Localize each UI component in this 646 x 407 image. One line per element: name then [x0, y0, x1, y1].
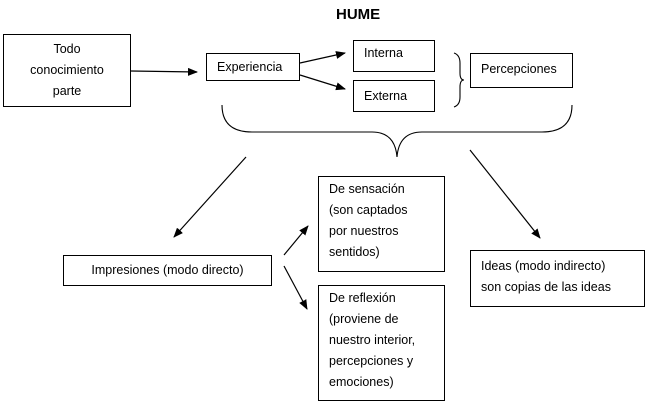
arrow-to-reflexion [283, 265, 308, 310]
arrow-todo-experiencia [130, 67, 198, 76]
node-text: sentidos) [329, 245, 380, 259]
node-text: son copias de las ideas [481, 280, 611, 294]
node-text: Interna [364, 46, 403, 60]
node-text: Ideas (modo indirecto) [481, 259, 606, 273]
node-externa: Externa [353, 80, 435, 112]
node-todo-conocimiento: Todo conocimiento parte [3, 34, 131, 107]
node-text: Percepciones [481, 62, 557, 76]
node-text: (son captados [329, 203, 408, 217]
node-ideas: Ideas (modo indirecto) son copias de las… [470, 250, 645, 307]
arrow-to-ideas [469, 149, 541, 239]
node-text: percepciones y [329, 354, 414, 368]
node-text: conocimiento [30, 63, 104, 77]
arrow-experiencia-externa [299, 74, 346, 91]
node-text: De reflexión [329, 291, 396, 305]
node-de-reflexion: De reflexión (proviene de nuestro interi… [318, 285, 445, 401]
node-text: nuestro interior, [329, 333, 416, 347]
node-text: (proviene de [329, 312, 399, 326]
node-percepciones: Percepciones [470, 53, 573, 88]
arrow-to-sensacion [283, 225, 309, 256]
node-impresiones: Impresiones (modo directo) [63, 255, 272, 286]
node-text: emociones) [329, 375, 394, 389]
arrow-experiencia-interna [299, 51, 346, 64]
node-text: por nuestros [329, 224, 399, 238]
arrow-to-impresiones [173, 156, 247, 238]
diagram-title: HUME [336, 6, 381, 23]
node-text: De sensación [329, 182, 405, 196]
node-experiencia: Experiencia [206, 53, 300, 81]
node-text: Impresiones (modo directo) [91, 263, 244, 277]
node-text: Externa [364, 89, 408, 103]
small-brace [453, 52, 465, 108]
large-brace [221, 104, 573, 158]
node-text: Todo [53, 42, 81, 56]
node-text: Experiencia [217, 60, 283, 74]
node-interna: Interna [353, 40, 435, 72]
node-text: parte [52, 84, 82, 98]
node-de-sensacion: De sensación (son captados por nuestros … [318, 176, 445, 272]
